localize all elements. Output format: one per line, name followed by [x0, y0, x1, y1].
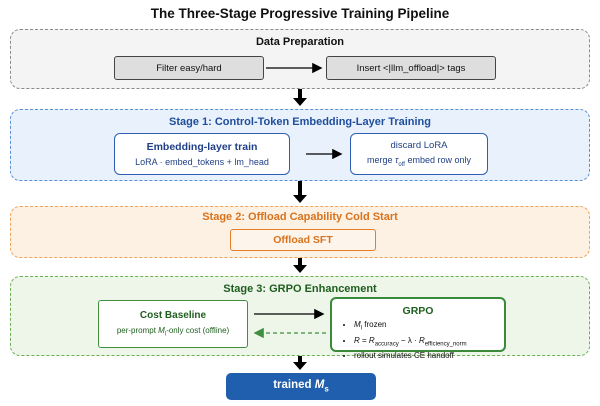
cost-baseline-subtitle: per-prompt Ml-only cost (offline)	[116, 326, 230, 338]
embedding-train-subtitle: LoRA · embed_tokens + lm_head	[135, 157, 269, 167]
grpo-title: GRPO	[402, 305, 434, 317]
page-title: The Three-Stage Progressive Training Pip…	[150, 6, 450, 21]
grpo-item-frozen: Ml frozen	[354, 319, 494, 335]
filter-node: Filter easy/hard	[114, 56, 264, 80]
grpo-node: GRPO Ml frozen R = Raccuracy − λ · Reffi…	[330, 297, 506, 360]
stage-1: Stage 1: Control-Token Embedding-Layer T…	[10, 109, 590, 181]
insert-tags-node: Insert <|llm_offload|> tags	[326, 56, 496, 80]
embedding-train-title: Embedding-layer train	[146, 141, 258, 153]
grpo-item-reward: R = Raccuracy − λ · Refficiency_norm	[354, 335, 494, 351]
cost-baseline-title: Cost Baseline	[139, 310, 207, 322]
discard-lora-title: discard LoRA	[390, 140, 448, 152]
discard-lora-node: discard LoRA merge τoff embed row only	[350, 133, 488, 175]
filter-label: Filter easy/hard	[156, 62, 222, 74]
grpo-item-rollout: rollout simulates CE handoff	[354, 350, 494, 362]
trained-model-label: trained Ms	[273, 379, 329, 394]
offload-sft-node: Offload SFT	[230, 229, 376, 251]
embedding-train-node: Embedding-layer train LoRA · embed_token…	[114, 133, 290, 175]
stage-title: Stage 3: GRPO Enhancement	[223, 283, 377, 295]
stage-title: Stage 2: Offload Capability Cold Start	[202, 211, 398, 223]
discard-lora-subtitle: merge τoff embed row only	[367, 155, 471, 168]
insert-tags-label: Insert <|llm_offload|> tags	[356, 62, 466, 74]
vertical-arrow-3	[293, 258, 307, 273]
vertical-arrow-2	[293, 181, 307, 203]
vertical-arrow-1	[293, 89, 307, 106]
stage-title: Data Preparation	[255, 36, 345, 48]
stage-title: Stage 1: Control-Token Embedding-Layer T…	[169, 116, 431, 128]
grpo-list: Ml frozen R = Raccuracy − λ · Refficienc…	[342, 319, 494, 362]
trained-model-node: trained Ms	[226, 373, 376, 400]
vertical-arrow-4	[293, 356, 307, 370]
cost-baseline-node: Cost Baseline per-prompt Ml-only cost (o…	[98, 300, 248, 348]
offload-sft-label: Offload SFT	[273, 234, 333, 246]
